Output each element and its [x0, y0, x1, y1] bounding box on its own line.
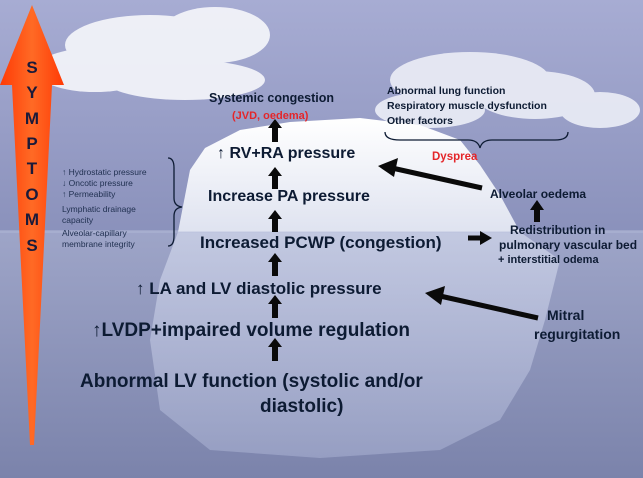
symptoms-letter: P: [26, 134, 38, 153]
right-brace: [384, 131, 569, 149]
redistribution-label: Redistribution in: [510, 223, 606, 237]
alveolar-oedema-label: Alveolar oedema: [490, 187, 587, 201]
diagonal-arrows: [378, 158, 539, 321]
iceberg-underwater: [150, 232, 560, 458]
increased-pcwp-label: Increased PCWP (congestion): [200, 233, 442, 252]
symptoms-letter: O: [25, 185, 39, 204]
increase-pa-pressure-label: Increase PA pressure: [208, 188, 370, 205]
symptoms-letter: S: [26, 58, 38, 77]
la-lv-diastolic-label: ↑ LA and LV diastolic pressure: [136, 279, 382, 298]
hydrostatic-note: ↑ Hydrostatic pressure: [62, 167, 147, 177]
lymphatic-note: Lymphatic drainage: [62, 204, 136, 214]
symptoms-letter: M: [24, 210, 40, 229]
cloud-left: [35, 7, 270, 100]
systemic-congestion-label: Systemic congestion: [209, 91, 335, 105]
symptoms-letter: Y: [26, 83, 38, 102]
alveolar-capillary-note-line2: membrane integrity: [62, 239, 135, 249]
iceberg-top: [178, 118, 520, 232]
respiratory-muscle-label: Respiratory muscle dysfunction: [387, 100, 547, 112]
permeability-note: ↑ Permeability: [62, 189, 116, 199]
other-factors-label: Other factors: [387, 115, 453, 127]
symptoms-letter: S: [26, 236, 38, 255]
alveolar-capillary-note: Alveolar-capillary: [62, 228, 127, 238]
pulmonary-vascular-bed-label: pulmonary vascular bed: [499, 238, 638, 252]
up-arrows: [268, 119, 544, 361]
lvdp-label: ↑LVDP+impaired volume regulation: [92, 320, 410, 341]
dyspnea-label: Dysprea: [432, 151, 478, 163]
cloud-right: [375, 52, 640, 128]
jvd-oedema-label: (JVD, oedema): [232, 110, 309, 122]
abnormal-lv-label: Abnormal LV function (systolic and/or: [80, 371, 423, 392]
lymphatic-note-line2: capacity: [62, 215, 94, 225]
oncotic-note: ↓ Oncotic pressure: [62, 178, 133, 188]
symptoms-letter: M: [24, 109, 40, 128]
rv-ra-pressure-label: ↑ RV+RA pressure: [217, 145, 356, 162]
regurgitation-label: regurgitation: [534, 326, 621, 342]
symptoms-letter: T: [26, 159, 38, 178]
interstitial-oedema-label: + interstitial odema: [498, 254, 599, 266]
abnormal-lung-label: Abnormal lung function: [387, 85, 506, 97]
symptoms-arrow: [0, 5, 64, 445]
left-brace: [167, 157, 183, 247]
abnormal-lv-label-line2: diastolic): [260, 396, 344, 417]
mitral-label: Mitral: [547, 307, 585, 323]
